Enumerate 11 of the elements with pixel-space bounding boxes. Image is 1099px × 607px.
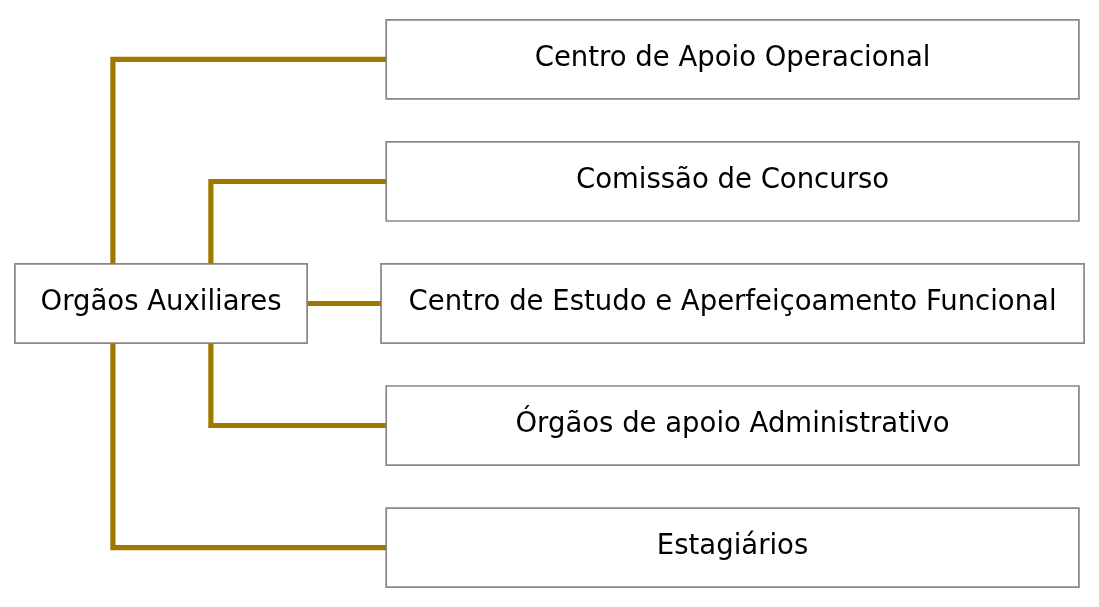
node-box: Centro de Estudo e Aperfeiçoamento Funcional [380, 263, 1085, 344]
node-box: Comissão de Concurso [385, 141, 1080, 222]
node-box: Orgãos Auxiliares [14, 263, 308, 344]
connector [208, 178, 387, 264]
node-box: Estagiários [385, 507, 1080, 588]
node-box: Órgãos de apoio Administrativo [385, 385, 1080, 466]
connector [208, 343, 387, 429]
node-box: Centro de Apoio Operacional [385, 19, 1080, 100]
connector [307, 300, 381, 307]
connector [110, 343, 387, 551]
connector [110, 56, 387, 264]
